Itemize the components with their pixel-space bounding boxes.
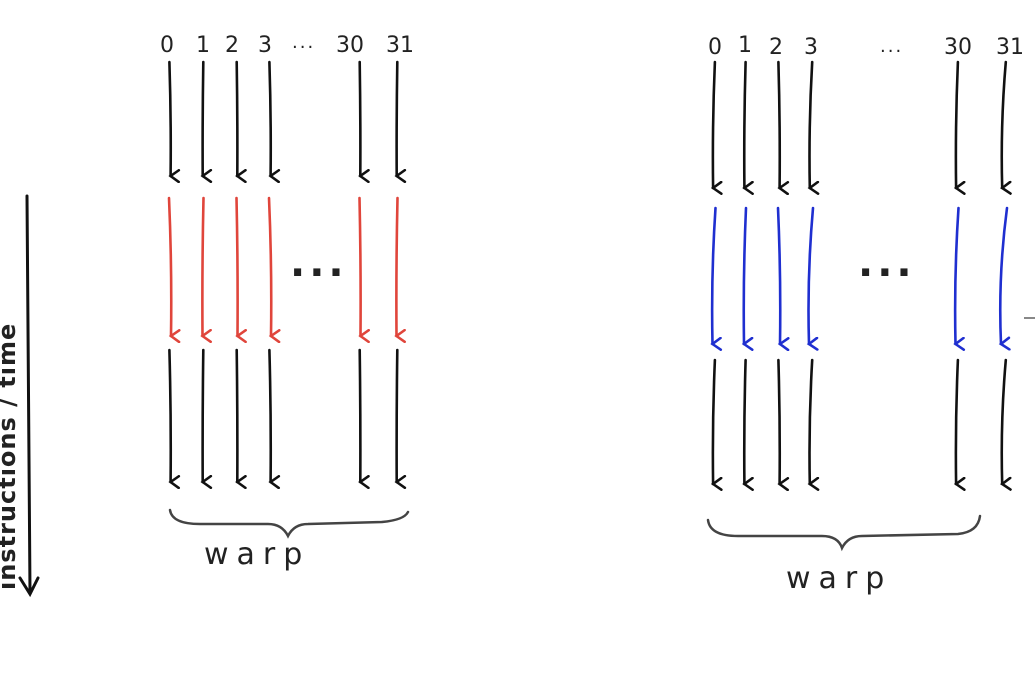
lane-arrow-stage-top [713,60,715,188]
lane-arrow-stage-middle [396,196,397,336]
lane-labels-left: 0 1 2 3 ... 30 31 [160,32,414,58]
lane-arrow-stage-top [168,60,170,176]
lane-arrow-stage-bottom [777,358,779,484]
lane-arrow-stage-top [777,60,779,188]
lane-label-0: 0 [160,33,174,58]
lane-label-2: 2 [769,35,783,60]
lane-arrow-stage-middle [202,196,203,336]
stage-ellipsis: ... [858,240,916,286]
lane-arrow-stage-bottom [397,348,398,482]
lane-arrow-stage-top [810,60,813,188]
lane-label-1: 1 [738,33,752,58]
stage-ellipsis: ... [290,240,348,286]
lane-label-3: 3 [804,35,818,60]
lane-arrow-stage-bottom [168,348,170,482]
time-axis-label: instructions / time [0,323,21,590]
warp-label-right: warp [786,561,892,596]
lane-arrow-stage-top [268,60,270,176]
lane-arrow-stage-bottom [360,348,361,482]
lane-arrow-stage-top [956,60,958,188]
lane-arrow-stage-bottom [237,348,238,482]
lane-arrow-stage-top [360,60,361,176]
lane-arrow-stage-top [203,60,204,176]
lane-ellipsis: ... [880,36,903,57]
lane-label-30: 30 [944,35,972,60]
lane-arrow-stage-middle [712,206,715,344]
time-axis-line [25,194,32,594]
warp-label-left: warp [204,537,310,572]
lane-arrow-stage-top [237,60,238,176]
lane-arrow-stage-bottom [268,348,270,482]
time-axis-arrowhead [18,576,40,598]
lane-label-0: 0 [708,35,722,60]
lane-arrow-stage-bottom [956,358,958,484]
warp-diagram-left: 0 1 2 3 ... 30 31 ... warp [160,32,414,572]
arrows-left [167,60,398,482]
lane-label-31: 31 [386,33,414,58]
lane-arrow-stage-middle [744,206,746,344]
lane-arrow-stage-middle [955,206,958,344]
lane-arrow-stage-middle [235,196,238,336]
warp-diagram-right: 0 1 2 3 ... 30 31 ... warp [706,33,1024,596]
lane-label-3: 3 [258,33,272,58]
lane-arrow-stage-top [397,60,398,176]
lane-arrow-stage-bottom [713,358,715,484]
lane-label-1: 1 [196,33,210,58]
lane-arrow-stage-middle [267,196,271,336]
lane-arrow-stage-middle [167,196,171,336]
lane-arrow-stage-bottom [810,358,813,484]
lane-arrow-stage-middle [358,196,361,336]
lane-arrow-stage-bottom [1002,358,1006,484]
warp-brace-right [706,514,982,552]
lane-label-31: 31 [996,35,1024,60]
lane-label-30: 30 [336,33,364,58]
lane-arrow-stage-bottom [203,348,204,482]
time-axis: instructions / time [0,194,40,598]
lane-arrow-stage-middle [809,206,814,344]
arrows-right [712,60,1007,484]
lane-label-2: 2 [225,33,239,58]
lane-labels-right: 0 1 2 3 ... 30 31 [708,33,1024,60]
lane-arrow-stage-middle [1000,206,1007,344]
warp-brace-left [168,508,410,539]
lane-arrow-stage-middle [776,206,780,344]
lane-arrow-stage-top [744,60,745,188]
lane-ellipsis: ... [292,32,315,53]
lane-arrow-stage-bottom [744,358,745,484]
lane-arrow-stage-top [1002,60,1006,188]
